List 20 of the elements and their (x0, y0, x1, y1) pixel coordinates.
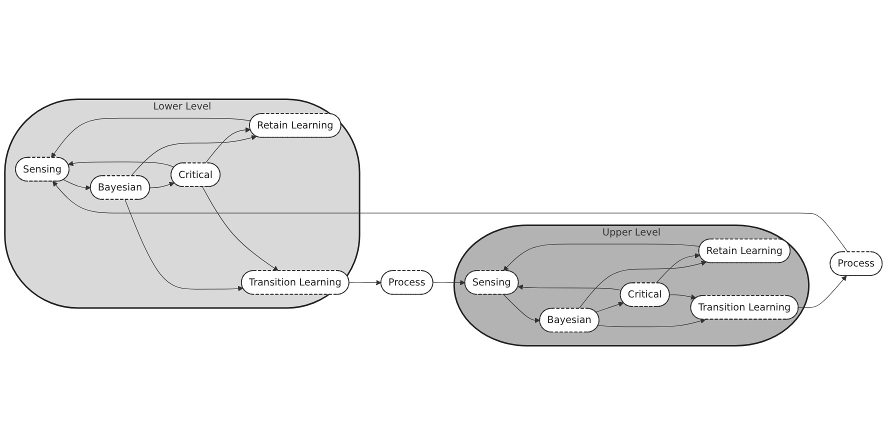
arrow (68, 160, 175, 168)
arrow (51, 118, 252, 158)
arrow (598, 318, 706, 328)
arrow (124, 199, 244, 292)
arrow (503, 244, 700, 272)
arrow (63, 179, 91, 190)
arrow (656, 253, 700, 284)
arrow (130, 135, 257, 176)
arrow (205, 127, 251, 164)
arrow (578, 260, 706, 309)
arrow (432, 280, 466, 286)
arrow (798, 276, 847, 308)
arrow (503, 294, 540, 324)
arrow (202, 186, 278, 272)
arrow (348, 280, 382, 286)
arrow (669, 294, 696, 300)
arrow (518, 284, 622, 291)
arrow (596, 302, 624, 312)
arrow (52, 181, 848, 252)
arrow (150, 182, 174, 188)
